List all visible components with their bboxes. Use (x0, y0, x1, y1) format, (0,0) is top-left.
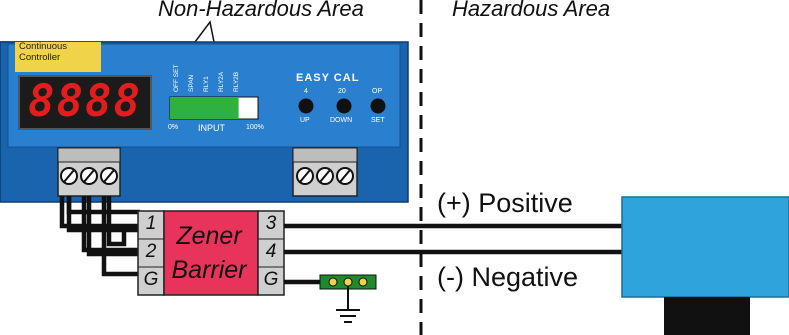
indicator-span: SPAN (188, 74, 195, 92)
down-button[interactable] (336, 98, 352, 114)
controller-title-box (15, 42, 101, 72)
seven-segment-display: 8888 (18, 75, 152, 130)
set-button-top-label: OP (372, 88, 383, 95)
barrier-terminal-4: 4 (265, 241, 277, 262)
input-label: INPUT (198, 123, 225, 133)
barrier-terminal-3: 3 (265, 213, 277, 234)
barrier-terminal-2: 2 (145, 241, 157, 262)
input-bar-fill (170, 97, 239, 119)
callout-bubble (0, 20, 215, 43)
controller-terminal-right (292, 147, 358, 197)
zener-barrier (163, 210, 259, 296)
indicator-rly2b: RLY2B (233, 71, 240, 92)
up-button-top-label: 4 (304, 88, 308, 95)
barrier-terminal-g-right: G (263, 269, 279, 290)
controller-wires (66, 196, 140, 257)
controller-title: Continuous Controller (19, 41, 68, 63)
barrier-left-terminal-strip (137, 210, 165, 296)
sensor-housing (621, 196, 789, 298)
set-button[interactable] (370, 98, 386, 114)
hazardous-area-label: Hazardous Area (452, 0, 611, 21)
barrier-right-terminal-strip (257, 210, 285, 296)
up-button[interactable] (298, 98, 314, 114)
negative-label: (-) Negative (437, 262, 579, 292)
down-button-top-label: 20 (338, 88, 346, 95)
input-min-label: 0% (168, 124, 179, 131)
input-max-label: 100% (246, 124, 264, 131)
barrier-terminal-1: 1 (145, 213, 157, 234)
barrier-input-wires (59, 196, 138, 277)
up-button-label: UP (300, 117, 310, 124)
indicator-offset: OFF SET (173, 64, 180, 92)
non-hazardous-area-label: Non-Hazardous Area (158, 0, 364, 21)
positive-label: (+) Positive (437, 188, 573, 218)
zener-barrier-line1: Zener (176, 222, 242, 250)
barrier-terminal-g-left: G (143, 269, 159, 290)
down-button-label: DOWN (330, 117, 353, 124)
sensor-base (664, 297, 750, 335)
set-button-label: SET (371, 117, 385, 124)
easy-cal-label: EASY CAL (296, 72, 360, 84)
ground-symbol-icon (336, 309, 360, 323)
indicator-rly1: RLY1 (203, 76, 210, 92)
indicator-rly2a: RLY2A (218, 71, 225, 92)
controller-terminal-left (57, 147, 121, 197)
zener-barrier-line2: Barrier (171, 256, 247, 284)
ground-bus-strip (319, 274, 377, 310)
